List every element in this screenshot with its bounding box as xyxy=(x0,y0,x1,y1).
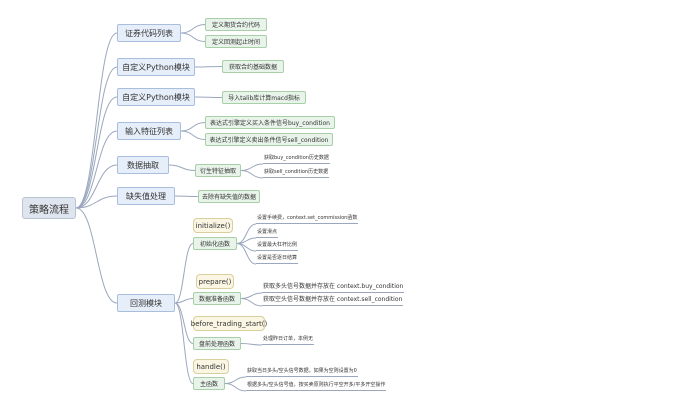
connector-leaf-get-signals xyxy=(224,376,247,384)
branch-data-extract[interactable]: 数据抽取 xyxy=(117,156,169,174)
leaf-sell-history[interactable]: 获取sell_condition历史数据 xyxy=(263,169,330,178)
connector-branch-missing-values xyxy=(75,195,118,209)
connector-branch-custom-python-1 xyxy=(75,66,118,209)
connector-leaf-long-signal xyxy=(240,292,263,299)
connector-node-prepare-function xyxy=(174,298,194,304)
func-prepare[interactable]: prepare() xyxy=(196,274,234,289)
connector-node-get-contract-basics xyxy=(194,66,223,68)
node-get-contract-basics[interactable]: 获取合约基础数据 xyxy=(222,60,284,73)
node-define-futures-code[interactable]: 定义期货合约代码 xyxy=(205,18,267,31)
connector-leaf-prev-orders xyxy=(240,343,263,346)
leaf-prev-orders[interactable]: 处理昨日订单，本例无 xyxy=(262,336,315,345)
branch-securities-list[interactable]: 证券代码列表 xyxy=(117,24,181,42)
node-derived-features[interactable]: 衍生特征抽取 xyxy=(195,164,241,177)
node-buy-condition-expr[interactable]: 表达式引擎定义买入条件信号buy_condition xyxy=(205,116,335,129)
connector-branch-securities-list xyxy=(75,32,118,209)
node-init-function[interactable]: 初始化函数 xyxy=(193,237,237,250)
connector-branch-backtest xyxy=(75,207,118,304)
leaf-execute-orders[interactable]: 根据多头/空头信号值，按买卖原则执行平空开多/平多开空操作 xyxy=(246,382,387,391)
connector-node-buy-condition-expr xyxy=(180,122,206,132)
connector-leaf-execute-orders xyxy=(224,383,247,392)
node-talib-macd[interactable]: 导入talib库计算macd指标 xyxy=(222,91,306,104)
connector-node-define-backtest-range xyxy=(180,32,206,42)
func-before-trading-start[interactable]: before_trading_start() xyxy=(191,316,267,331)
connector-node-derived-features xyxy=(168,164,196,171)
leaf-set-slippage[interactable]: 设置滑点 xyxy=(256,229,279,238)
node-prepare-function[interactable]: 数据准备函数 xyxy=(193,292,241,305)
connector-leaf-sell-history xyxy=(240,170,264,179)
branch-custom-python-1[interactable]: 自定义Python模块 xyxy=(117,58,195,76)
connector-node-talib-macd xyxy=(194,96,223,98)
connector-branch-data-extract xyxy=(75,164,118,209)
root-node[interactable]: 策略流程 xyxy=(22,197,76,219)
func-initialize[interactable]: initialize() xyxy=(193,218,233,233)
branch-custom-python-2[interactable]: 自定义Python模块 xyxy=(117,88,195,106)
node-drop-missing[interactable]: 去除有缺失值的数据 xyxy=(198,190,260,203)
leaf-long-signal[interactable]: 获取多头信号数据并存放在 context.buy_condition xyxy=(262,283,405,293)
connector-branch-input-features xyxy=(75,130,118,209)
leaf-set-commission[interactable]: 设置手续费，context.set_commission函数 xyxy=(256,215,359,224)
branch-missing-values[interactable]: 缺失值处理 xyxy=(117,187,175,205)
leaf-short-signal[interactable]: 获取空头信号数据并存放在 context.sell_condition xyxy=(262,296,404,306)
connector-node-drop-missing xyxy=(174,195,199,197)
connector-node-sell-condition-expr xyxy=(180,130,206,140)
connector-branch-custom-python-2 xyxy=(75,96,118,209)
branch-backtest[interactable]: 回测模块 xyxy=(117,294,175,312)
connector-leaf-set-daily-settlement xyxy=(236,243,257,265)
connector-node-init-function xyxy=(174,243,194,304)
connector-node-define-futures-code xyxy=(180,24,206,34)
func-handle[interactable]: handle() xyxy=(193,359,229,374)
connector-node-main-function xyxy=(174,302,194,384)
leaf-set-max-leverage[interactable]: 设置最大杠杆比例 xyxy=(256,242,299,251)
node-main-function[interactable]: 主函数 xyxy=(193,377,225,390)
node-premarket-function[interactable]: 盘前处理函数 xyxy=(193,337,241,350)
branch-input-features[interactable]: 输入特征列表 xyxy=(117,122,181,140)
connector-leaf-short-signal xyxy=(240,298,263,307)
leaf-buy-history[interactable]: 获取buy_condition历史数据 xyxy=(263,155,330,164)
leaf-get-signals[interactable]: 获取当日多头/空头信号数据，如果为空则设置为0 xyxy=(246,368,358,377)
connector-leaf-buy-history xyxy=(240,163,264,171)
node-sell-condition-expr[interactable]: 表达式引擎定义卖出条件信号sell_condition xyxy=(205,133,333,146)
node-define-backtest-range[interactable]: 定义回测起止时间 xyxy=(205,35,267,48)
leaf-set-daily-settlement[interactable]: 设置是否逐日结算 xyxy=(256,255,299,264)
